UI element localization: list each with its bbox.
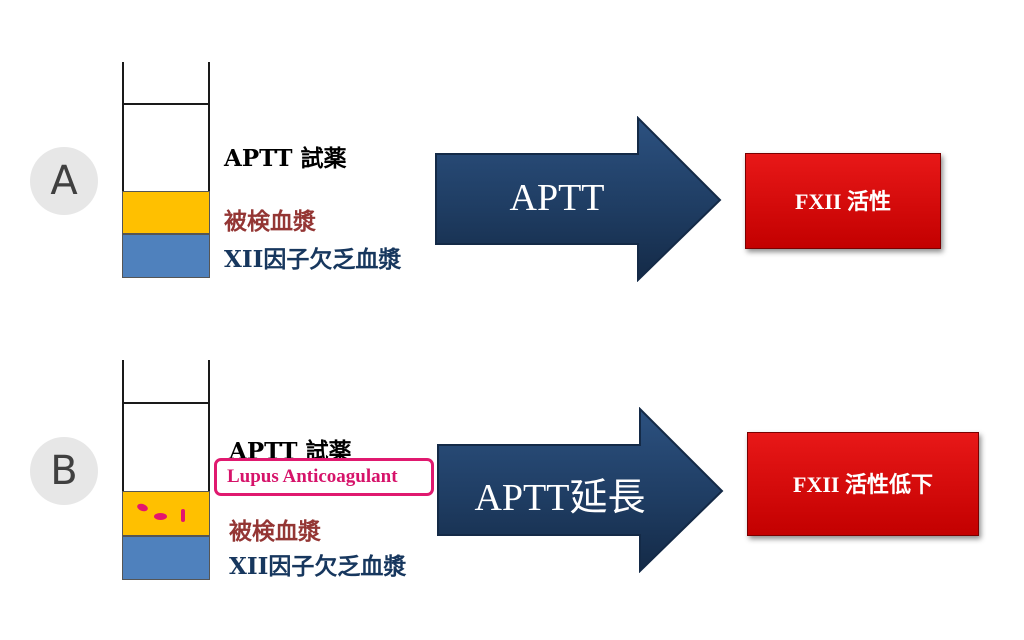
lupus-anticoagulant-particle [181, 509, 185, 522]
row-a-label-circle: A [30, 147, 98, 215]
row-b-test-tube [122, 360, 210, 580]
row-a-result-text: FXII 活性 [795, 189, 891, 214]
lupus-anticoagulant-particle [154, 513, 167, 520]
row-a-tube-reagent-line [124, 103, 208, 105]
row-b-arrow-label: APTT延長 [474, 477, 646, 519]
row-b-arrow [437, 407, 724, 573]
row-a-arrow [435, 116, 722, 282]
row-a-plasma-layer [122, 234, 210, 278]
row-a-result-box: FXII 活性 [745, 153, 941, 249]
row-a-letter: A [50, 158, 78, 204]
row-a-reagent-label: APTT 試薬 [224, 145, 347, 172]
lupus-anticoagulant-particle [136, 502, 149, 513]
row-a-test-tube [122, 62, 210, 278]
row-b-result-text: FXII 活性低下 [793, 472, 933, 497]
row-b-sample-layer [122, 491, 210, 536]
row-a-arrow-shape [435, 116, 722, 282]
row-b-arrow-shape [437, 407, 724, 573]
row-b-letter: B [50, 448, 78, 494]
row-a-arrow-label: APTT [509, 177, 605, 219]
lupus-anticoagulant-label: Lupus Anticoagulant [214, 458, 434, 496]
row-a-plasma-label: XII因子欠乏血漿 [224, 246, 402, 273]
row-b-plasma-label: XII因子欠乏血漿 [229, 553, 407, 580]
row-b-plasma-layer [122, 536, 210, 580]
row-b-tube-reagent-line [124, 402, 208, 404]
row-a-sample-layer [122, 191, 210, 234]
row-a-sample-label: 被検血漿 [224, 208, 316, 235]
row-b-result-box: FXII 活性低下 [747, 432, 979, 536]
row-b-sample-label: 被検血漿 [229, 518, 321, 545]
row-b-label-circle: B [30, 437, 98, 505]
